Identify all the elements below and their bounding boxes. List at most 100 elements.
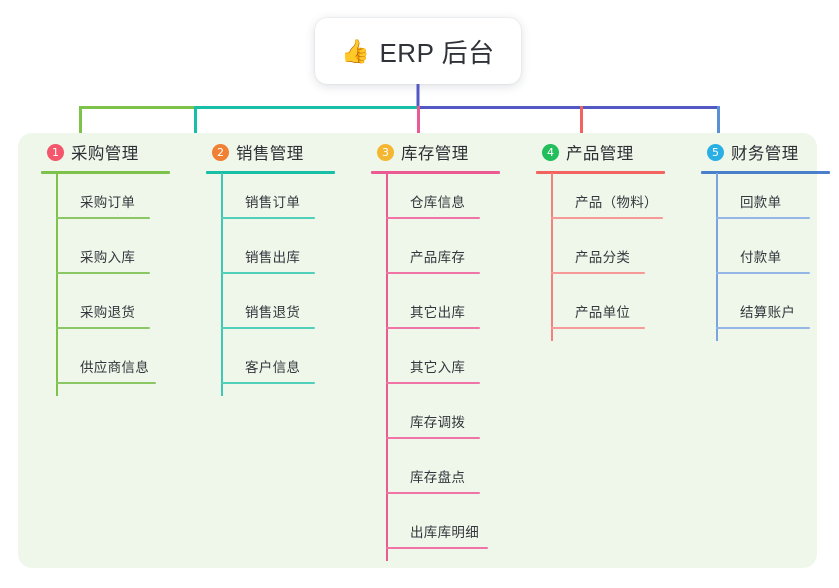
drop-line-2 [194, 106, 197, 136]
branch-rule-1 [41, 171, 170, 174]
leaf-rule [551, 272, 645, 274]
leaf-label: 其它入库 [410, 360, 466, 375]
leaf-node[interactable]: 其它出库 [386, 283, 480, 338]
leaf-rule [56, 217, 150, 219]
leaf-rule [716, 217, 810, 219]
bus-segment-teal [194, 106, 418, 109]
branch-title-4: 产品管理 [566, 145, 634, 163]
branch-rule-4 [536, 171, 665, 174]
leaf-label: 仓库信息 [410, 195, 466, 210]
leaf-rule [551, 217, 663, 219]
leaf-node[interactable]: 销售出库 [221, 228, 315, 283]
leaf-node[interactable]: 产品库存 [386, 228, 480, 283]
leaf-rule [716, 272, 810, 274]
branch-badge-5: 5 [707, 143, 724, 161]
leaf-node[interactable]: 采购入库 [56, 228, 150, 283]
branch-spine-5 [716, 173, 718, 341]
branch-columns: 1 采购管理 采购订单 采购入库 采购退货 供应商信息 [18, 133, 830, 568]
branch-header-4[interactable]: 4 产品管理 [525, 133, 690, 171]
leaf-label: 出库库明细 [410, 525, 479, 540]
leaf-label: 销售出库 [245, 250, 301, 265]
leaf-rule [551, 327, 645, 329]
leaf-label: 采购入库 [80, 250, 136, 265]
leaf-label: 销售订单 [245, 195, 301, 210]
branch-title-1: 采购管理 [71, 145, 139, 163]
leaf-node[interactable]: 库存调拨 [386, 393, 480, 448]
leaf-node[interactable]: 回款单 [716, 173, 810, 228]
branch-spine-1 [56, 173, 58, 396]
drop-line-1 [79, 106, 82, 136]
leaf-rule [221, 217, 315, 219]
leaf-rule [386, 272, 480, 274]
branch-badge-2: 2 [212, 143, 229, 161]
branch-badge-4: 4 [542, 143, 559, 161]
leaf-rule [386, 437, 480, 439]
diagram-panel [18, 133, 817, 568]
branch-title-2: 销售管理 [236, 145, 304, 163]
branch-header-1[interactable]: 1 采购管理 [30, 133, 195, 171]
leaf-node[interactable]: 其它入库 [386, 338, 480, 393]
branch-column-4: 4 产品管理 产品（物料） 产品分类 产品单位 [525, 133, 690, 341]
leaf-label: 库存调拨 [410, 415, 466, 430]
leaf-rule [386, 492, 480, 494]
branch-header-2[interactable]: 2 销售管理 [195, 133, 360, 171]
leaf-rule [386, 382, 480, 384]
leaf-node[interactable]: 仓库信息 [386, 173, 480, 228]
leaf-node[interactable]: 产品分类 [551, 228, 645, 283]
branch-spine-2 [221, 173, 223, 396]
leaf-label: 产品库存 [410, 250, 466, 265]
leaf-node[interactable]: 付款单 [716, 228, 810, 283]
branch-rule-3 [371, 171, 500, 174]
branch-header-3[interactable]: 3 库存管理 [360, 133, 525, 171]
leaf-node[interactable]: 库存盘点 [386, 448, 480, 503]
leaf-node[interactable]: 销售订单 [221, 173, 315, 228]
branch-badge-1: 1 [47, 143, 64, 161]
branch-spine-3 [386, 173, 388, 561]
branch-column-5: 5 财务管理 回款单 付款单 结算账户 [690, 133, 839, 341]
leaf-label: 产品分类 [575, 250, 631, 265]
branch-column-1: 1 采购管理 采购订单 采购入库 采购退货 供应商信息 [30, 133, 195, 396]
leaf-node[interactable]: 出库库明细 [386, 503, 488, 558]
branch-header-5[interactable]: 5 财务管理 [690, 133, 839, 171]
leaf-rule [221, 327, 315, 329]
leaf-rule [386, 217, 480, 219]
leaf-rule [716, 327, 810, 329]
leaf-label: 其它出库 [410, 305, 466, 320]
leaf-rule [56, 327, 150, 329]
bus-segment-blue [417, 106, 720, 109]
branch-column-3: 3 库存管理 仓库信息 产品库存 其它出库 其它入库 库存调拨 [360, 133, 525, 561]
leaf-node[interactable]: 销售退货 [221, 283, 315, 338]
leaf-rule [221, 272, 315, 274]
leaf-label: 库存盘点 [410, 470, 466, 485]
leaf-node[interactable]: 供应商信息 [56, 338, 156, 393]
leaf-label: 付款单 [740, 250, 782, 265]
branch-spine-4 [551, 173, 553, 341]
leaf-label: 供应商信息 [80, 360, 149, 375]
leaf-node[interactable]: 采购订单 [56, 173, 150, 228]
root-node-card[interactable]: 👍 ERP 后台 [315, 18, 521, 84]
root-title-text: ERP 后台 [379, 37, 495, 68]
leaf-rule [221, 382, 315, 384]
leaf-label: 产品（物料） [575, 195, 658, 210]
drop-line-3 [417, 106, 420, 136]
branch-title-3: 库存管理 [401, 145, 469, 163]
leaf-node[interactable]: 产品单位 [551, 283, 645, 338]
leaf-node[interactable]: 客户信息 [221, 338, 315, 393]
leaf-node[interactable]: 结算账户 [716, 283, 810, 338]
leaf-rule [386, 327, 480, 329]
bus-segment-green [79, 106, 195, 109]
leaf-node[interactable]: 采购退货 [56, 283, 150, 338]
branch-rule-5 [701, 171, 830, 174]
leaf-rule [56, 272, 150, 274]
leaf-label: 采购退货 [80, 305, 136, 320]
drop-line-5 [717, 106, 720, 136]
leaf-label: 结算账户 [740, 305, 796, 320]
leaf-node[interactable]: 产品（物料） [551, 173, 663, 228]
leaf-label: 采购订单 [80, 195, 136, 210]
branch-badge-3: 3 [377, 143, 394, 161]
leaf-label: 回款单 [740, 195, 782, 210]
leaf-label: 客户信息 [245, 360, 301, 375]
leaf-label: 产品单位 [575, 305, 631, 320]
leaf-label: 销售退货 [245, 305, 301, 320]
